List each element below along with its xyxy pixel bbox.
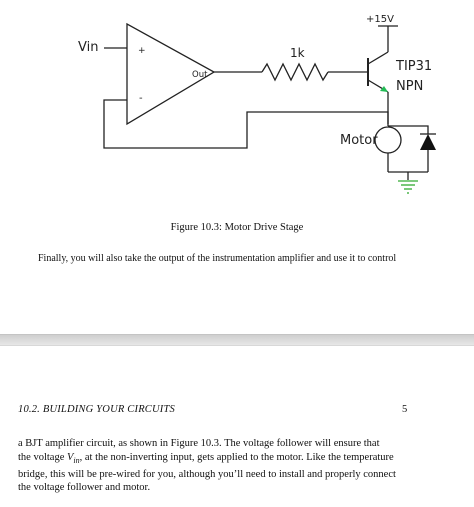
text-span: the voltage: [18, 451, 67, 463]
plus-sign: +: [138, 46, 146, 56]
variable-subscript: in: [73, 455, 80, 465]
transistor-collector: [367, 51, 389, 65]
paragraph-line: the voltage follower and motor.: [18, 482, 151, 494]
figure-caption: Figure 10.3: Motor Drive Stage: [170, 222, 304, 233]
page-break-divider: [0, 334, 474, 346]
motor-drive-circuit-diagram: +15V Vin + - Out 1k TIP31 NPN Motor: [78, 14, 436, 194]
paragraph-line: a BJT amplifier circuit, as shown in Fig…: [18, 438, 380, 449]
diode-top-wire: [388, 125, 429, 134]
opamp-symbol: [126, 22, 216, 126]
page-number: 5: [402, 404, 408, 415]
paragraph-line: bridge, this will be pre-wired for you, …: [18, 468, 396, 480]
minus-sign: -: [139, 93, 143, 104]
transistor-emitter-arrow: [380, 86, 388, 92]
variable-v: V: [66, 451, 74, 463]
paragraph-line: the voltage Vin, at the non-inverting in…: [18, 451, 458, 468]
paragraph-bottom: a BJT amplifier circuit, as shown in Fig…: [18, 437, 458, 495]
opamp-output-label: Out: [192, 70, 208, 80]
motor-symbol: [374, 126, 402, 154]
resistor-symbol: [261, 62, 329, 82]
transistor-type-label: NPN: [396, 79, 423, 94]
running-head: 10.2. BUILDING YOUR CIRCUITS: [18, 404, 175, 415]
diode-symbol: [420, 134, 436, 150]
text-span: , at the non-inverting input, gets appli…: [79, 451, 394, 463]
vin-label: Vin: [78, 40, 98, 55]
transistor-model-label: TIP31: [395, 59, 432, 74]
paragraph-top: Finally, you will also take the output o…: [38, 253, 397, 264]
resistor-label: 1k: [290, 46, 305, 60]
supply-label: +15V: [366, 14, 394, 25]
motor-label: Motor: [340, 133, 378, 148]
